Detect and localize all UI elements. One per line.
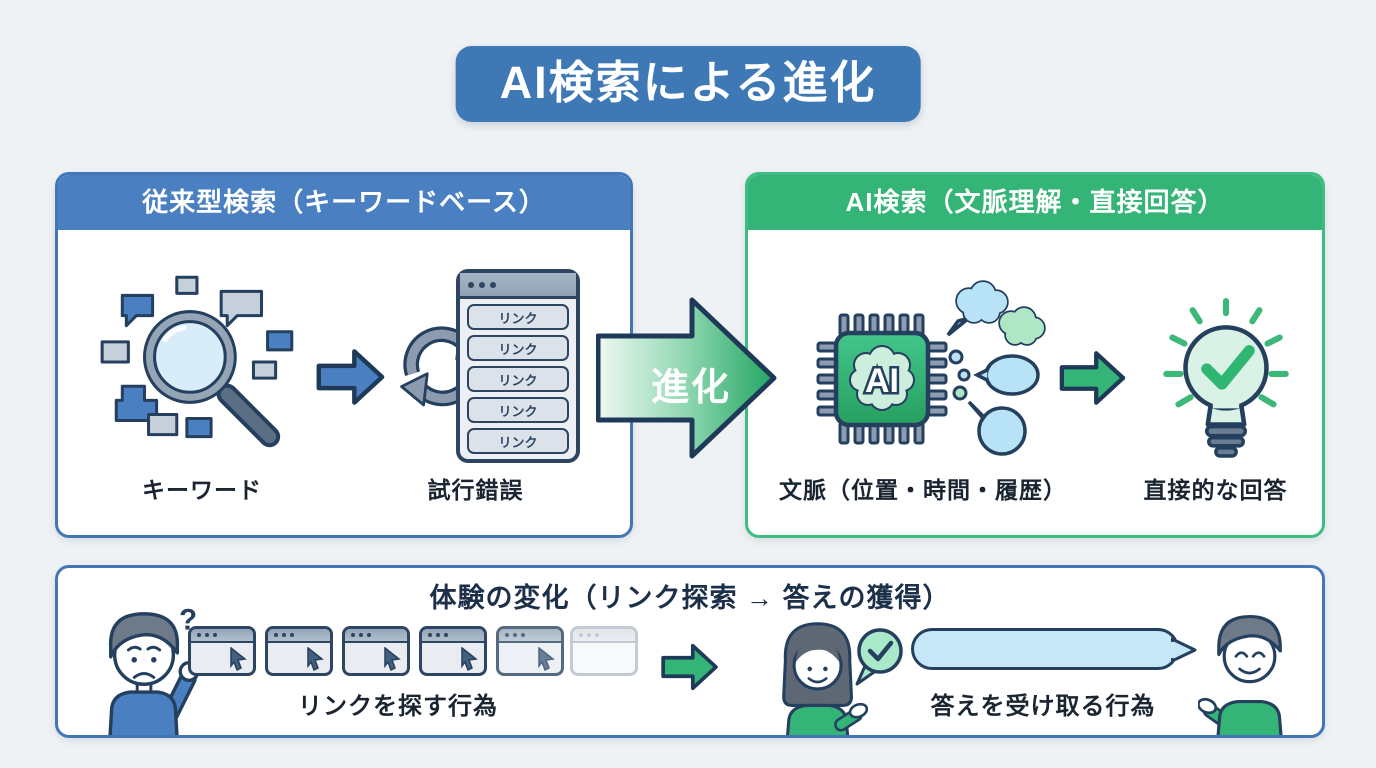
blue-arrow-icon xyxy=(316,349,385,405)
window-titlebar xyxy=(345,629,407,643)
brain-icon xyxy=(849,345,915,411)
link-button: リンク xyxy=(467,428,569,454)
window-titlebar xyxy=(268,629,330,643)
browser-window xyxy=(265,626,333,676)
check-icon xyxy=(867,640,894,662)
link-button: リンク xyxy=(467,366,569,392)
magnifier-keywords-icon xyxy=(100,275,294,448)
window-titlebar xyxy=(191,629,253,643)
cursor-icon xyxy=(230,647,247,672)
link-button: リンク xyxy=(467,397,569,423)
browser-window xyxy=(188,626,256,676)
green-arrow-icon xyxy=(1059,351,1126,405)
confused-user-illustration: ? xyxy=(108,604,200,735)
evolution-label: 進化 xyxy=(650,367,731,409)
browser-window xyxy=(342,626,410,676)
experience-change-panel: 体験の変化（リンク探索 → 答えの獲得） ? xyxy=(55,565,1325,738)
receive-answer-label: 答えを受け取る行為 xyxy=(930,693,1156,720)
check-bubble-icon xyxy=(855,628,903,686)
search-results-window: リンク リンク リンク リンク リンク xyxy=(456,269,580,463)
chip-ai-text: AI xyxy=(865,362,899,400)
traditional-search-panel: 従来型検索（キーワードベース） キ xyxy=(55,172,633,538)
search-links-label: リンクを探す行為 xyxy=(298,693,498,720)
thought-bubbles-icon xyxy=(946,280,1046,456)
window-titlebar xyxy=(499,629,561,643)
page-title: AI検索による進化 xyxy=(455,46,921,122)
hair xyxy=(1217,614,1282,657)
satisfied-man-illustration xyxy=(1198,614,1283,735)
evolution-arrow: 進化 xyxy=(595,290,780,466)
cursor-icon xyxy=(538,647,555,672)
cursor-icon xyxy=(461,647,478,672)
bulb-base xyxy=(1204,424,1248,458)
window-dot-icon xyxy=(490,281,496,288)
link-button: リンク xyxy=(467,304,569,330)
link-list: リンク リンク リンク リンク リンク xyxy=(460,299,576,459)
chip-pins xyxy=(816,313,948,445)
ai-chip-bubbles-icon: AI xyxy=(816,280,1046,456)
window-titlebar xyxy=(573,629,635,643)
link-button: リンク xyxy=(467,335,569,361)
cursor-icon xyxy=(307,647,324,672)
check-icon xyxy=(1201,345,1255,390)
window-titlebar xyxy=(422,629,484,643)
lightbulb-check-icon xyxy=(1163,298,1289,458)
direct-answer-label: 直接的な回答 xyxy=(1143,477,1288,503)
keyword-label: キーワード xyxy=(142,477,262,503)
evolution-arrow-shape xyxy=(595,297,777,459)
bubble-tail-icon xyxy=(1171,637,1197,663)
ai-search-panel: AI検索（文脈理解・直接回答） xyxy=(745,172,1325,538)
browser-window xyxy=(496,626,564,676)
bulb-rays xyxy=(1163,298,1289,408)
trial-error-label: 試行錯誤 xyxy=(427,477,524,503)
window-dot-icon xyxy=(468,281,474,288)
magnifier-glass xyxy=(142,310,281,448)
window-titlebar xyxy=(460,273,576,299)
browser-window xyxy=(419,626,487,676)
cursor-icon xyxy=(384,647,401,672)
green-arrow-icon xyxy=(661,643,718,691)
hair xyxy=(109,612,180,659)
answer-bubble xyxy=(911,628,1197,670)
experience-change-header: 体験の変化（リンク探索 → 答えの獲得） xyxy=(429,583,951,613)
ai-search-header: AI検索（文脈理解・直接回答） xyxy=(748,175,1322,230)
context-label: 文脈（位置・時間・履歴） xyxy=(779,477,1067,503)
traditional-search-header: 従来型検索（キーワードベース） xyxy=(58,175,630,230)
window-dot-icon xyxy=(479,281,485,288)
assistant-woman-illustration xyxy=(782,622,868,735)
browser-window-faded xyxy=(570,626,638,676)
